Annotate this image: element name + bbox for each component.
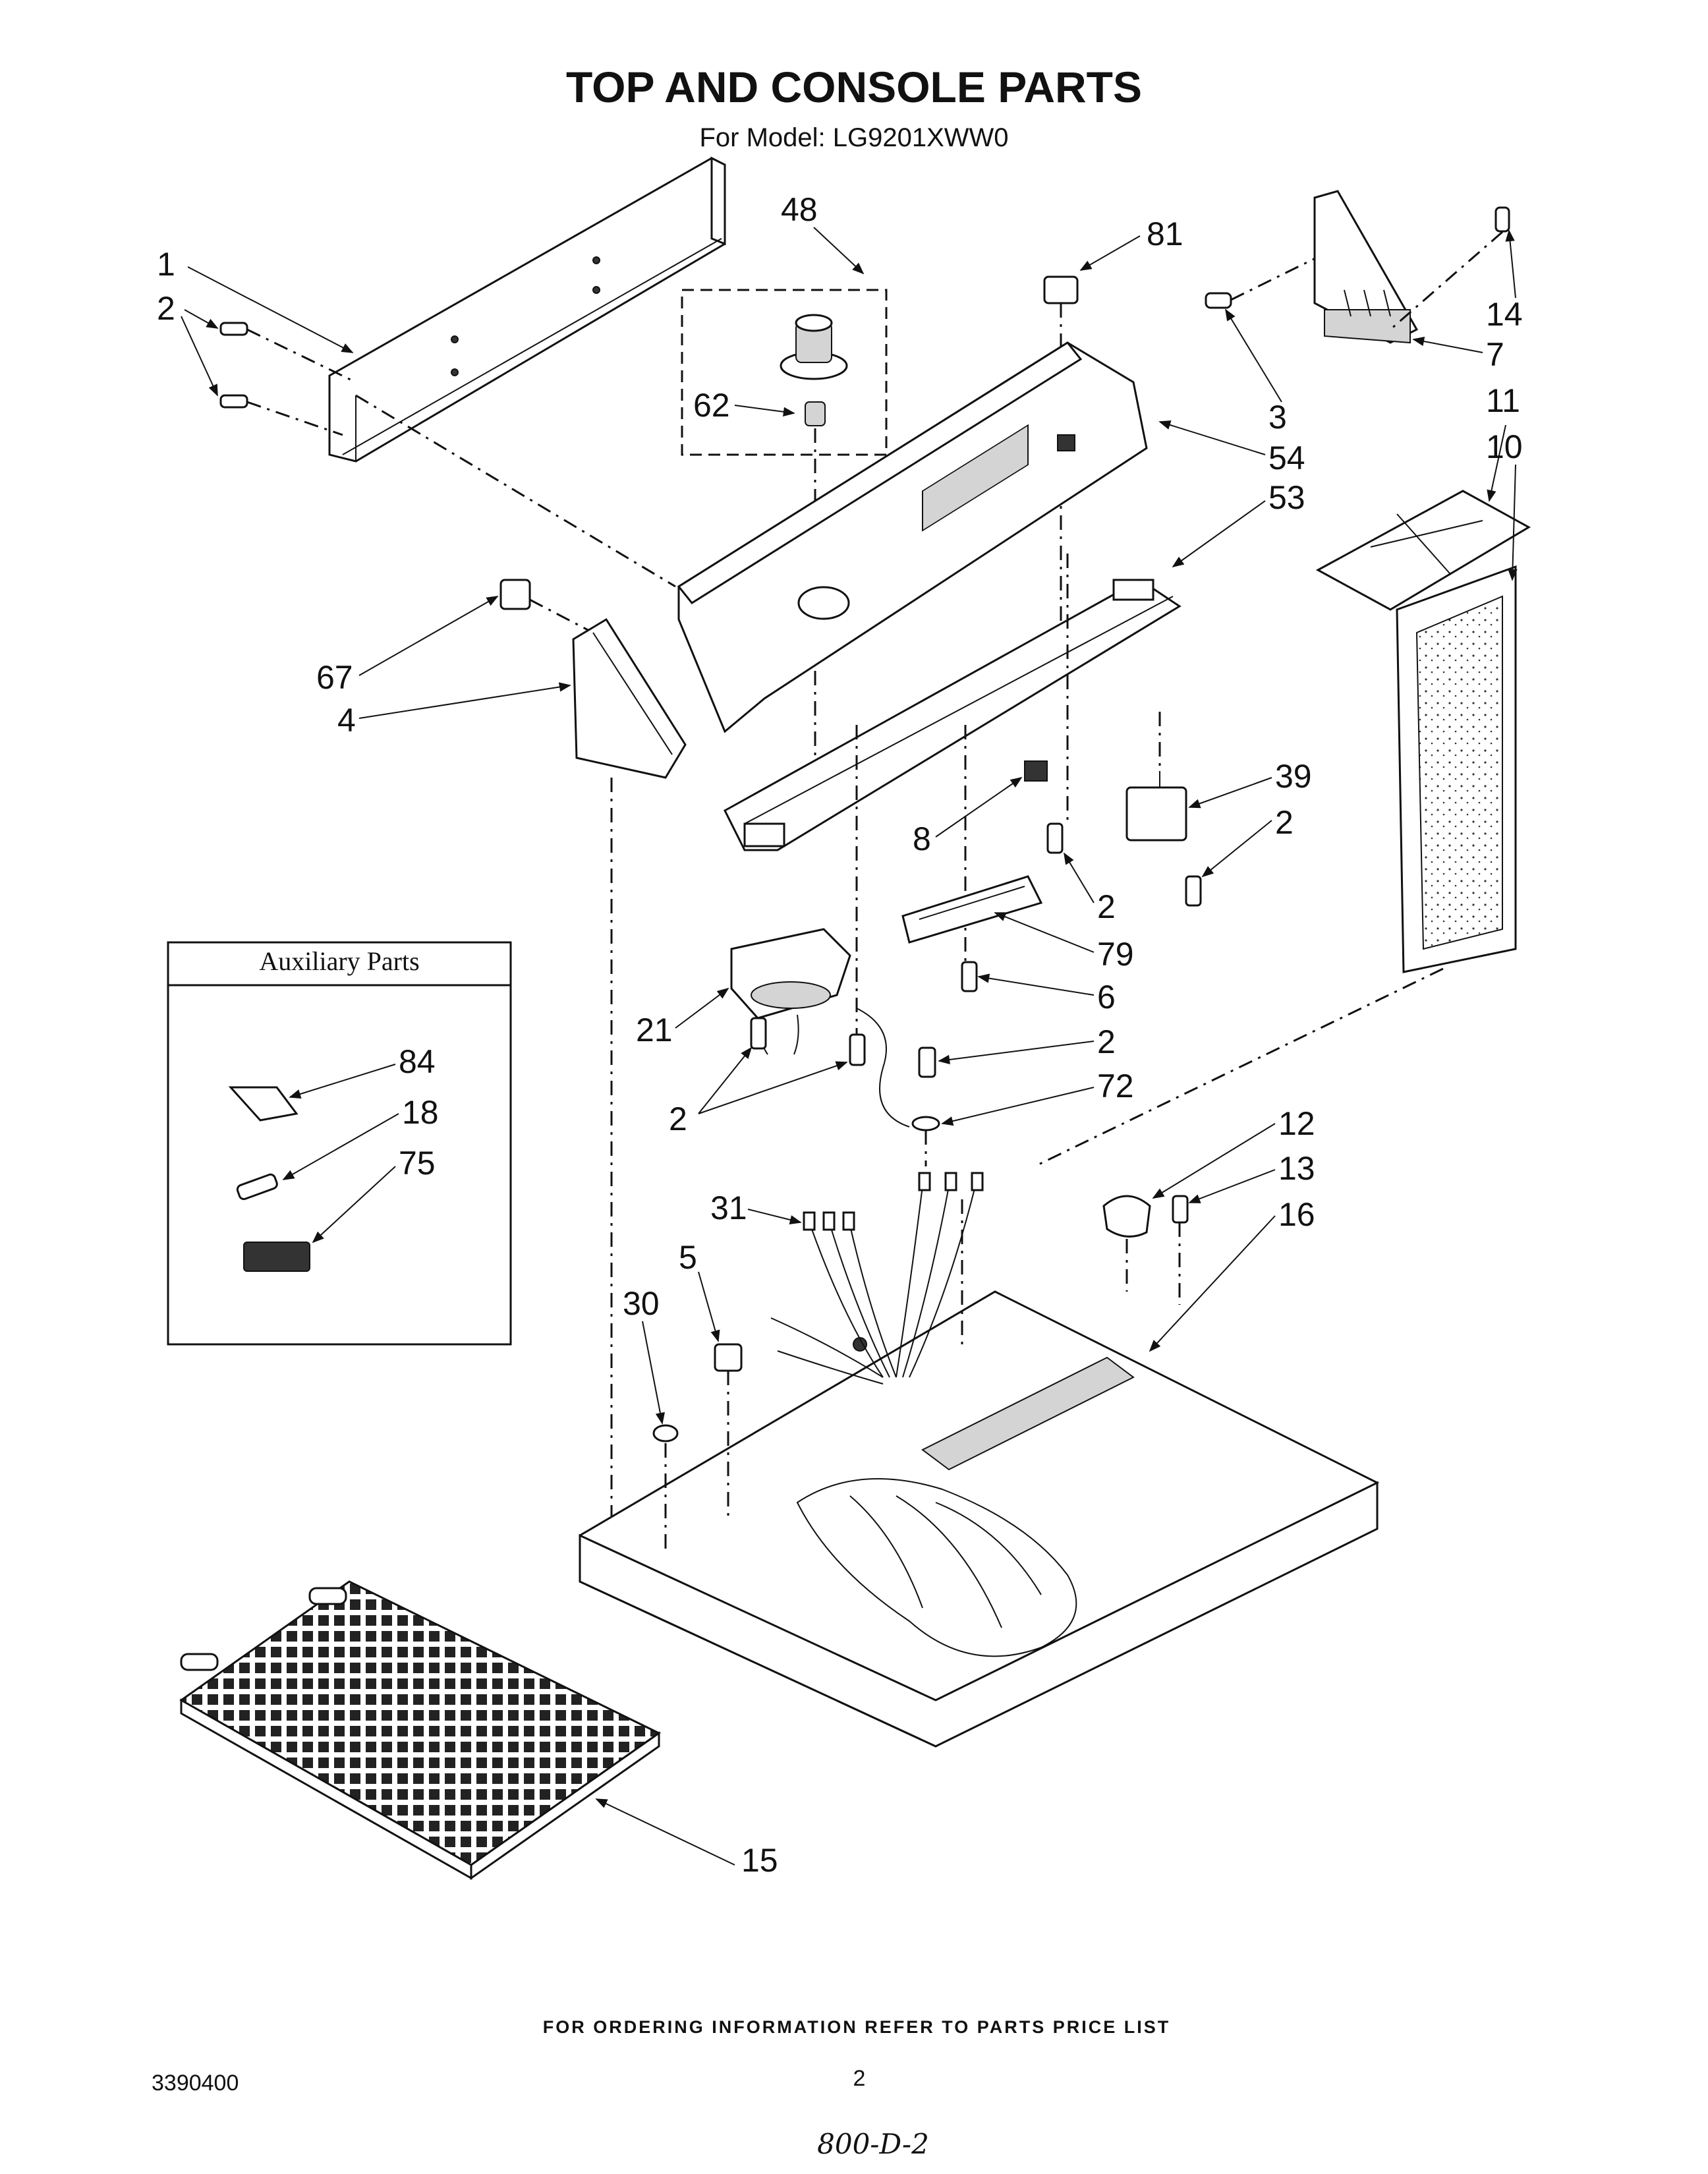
callout-75: 75 — [399, 1145, 436, 1182]
wiring-harness-part — [770, 1172, 984, 1385]
callout-15: 15 — [741, 1842, 778, 1879]
callout-53: 53 — [1268, 479, 1305, 516]
callout-2-motor: 2 — [669, 1101, 687, 1137]
clip-part-30 — [652, 1424, 679, 1443]
callout-12: 12 — [1278, 1105, 1315, 1142]
top-panel-part — [579, 1290, 1380, 1748]
part-8-connector — [1024, 760, 1048, 782]
callout-31: 31 — [710, 1189, 747, 1226]
screw-pair-top-left — [219, 322, 248, 409]
callout-21: 21 — [636, 1012, 673, 1048]
mounting-bracket-part — [724, 579, 1181, 851]
lint-screen-cover-part — [1315, 490, 1531, 611]
screw-part-13 — [1172, 1195, 1189, 1224]
callout-30: 30 — [623, 1285, 660, 1322]
footer-ordering-note: FOR ORDERING INFORMATION REFER TO PARTS … — [543, 2017, 1171, 2037]
push-button-part — [1043, 275, 1079, 304]
callout-13: 13 — [1278, 1150, 1315, 1187]
callout-39: 39 — [1275, 758, 1312, 795]
corner-bracket-part — [1313, 190, 1419, 344]
callout-7: 7 — [1486, 336, 1504, 373]
callout-72: 72 — [1097, 1068, 1134, 1104]
connector-part-18 — [236, 1173, 278, 1201]
callout-48: 48 — [781, 191, 818, 228]
lint-screen-frame-part — [1396, 565, 1517, 973]
ground-wire-part — [856, 1008, 910, 1128]
terminal-part-84 — [228, 1086, 299, 1122]
screw-part-2-motor-b — [849, 1033, 866, 1066]
screw-part-3 — [1205, 292, 1232, 309]
callout-4: 4 — [337, 702, 356, 739]
callout-1: 1 — [157, 246, 175, 283]
callout-2-switch: 2 — [1275, 804, 1294, 841]
console-panel-part — [677, 341, 1148, 733]
callout-3: 3 — [1268, 399, 1287, 436]
auxiliary-parts-box: Auxiliary Parts — [167, 941, 512, 1346]
screw-part-2-ground — [918, 1046, 936, 1078]
callout-18: 18 — [402, 1094, 439, 1131]
callout-14: 14 — [1486, 296, 1523, 333]
callout-11: 11 — [1486, 382, 1520, 419]
knob-assembly-box — [681, 289, 888, 456]
page-title: TOP AND CONSOLE PARTS — [566, 63, 1142, 111]
switch-part-39 — [1125, 771, 1187, 842]
screw-part-14 — [1494, 206, 1510, 233]
thermostat-part-5 — [714, 1343, 743, 1372]
timer-motor-part — [730, 928, 851, 1055]
end-cap-part — [572, 617, 687, 779]
ground-clip-part-72 — [911, 1116, 940, 1131]
screw-part-2-right — [1185, 875, 1202, 907]
plug-part-75 — [243, 1242, 310, 1272]
callout-62: 62 — [693, 387, 730, 424]
callout-5: 5 — [679, 1239, 697, 1276]
callout-81: 81 — [1147, 215, 1183, 252]
callout-2-center: 2 — [1097, 888, 1116, 925]
handwritten-code: 800-D-2 — [817, 2128, 929, 2160]
leader-lines — [181, 227, 1518, 1866]
document-number: 3390400 — [152, 2071, 239, 2096]
callout-2-top: 2 — [157, 290, 175, 327]
auxiliary-parts-title: Auxiliary Parts — [259, 946, 419, 976]
callout-16: 16 — [1278, 1196, 1315, 1233]
clip-part-12 — [1102, 1195, 1151, 1238]
screw-part-2-center — [1046, 822, 1064, 854]
callout-67: 67 — [316, 659, 353, 696]
screw-part-6 — [961, 961, 978, 992]
callout-6: 6 — [1097, 979, 1116, 1015]
callout-79: 79 — [1097, 936, 1134, 973]
terminal-block-part-79 — [901, 875, 1043, 944]
callout-8: 8 — [913, 820, 931, 857]
model-line: For Model: LG9201XWW0 — [699, 123, 1008, 152]
screw-part-2-motor-a — [750, 1017, 767, 1050]
page-number: 2 — [853, 2066, 866, 2091]
clip-part-67 — [499, 579, 531, 610]
callout-2-ground: 2 — [1097, 1023, 1116, 1060]
callout-84: 84 — [399, 1043, 436, 1080]
rear-bracket-part — [328, 156, 726, 463]
grille-part — [179, 1580, 661, 1880]
callout-54: 54 — [1268, 440, 1305, 476]
